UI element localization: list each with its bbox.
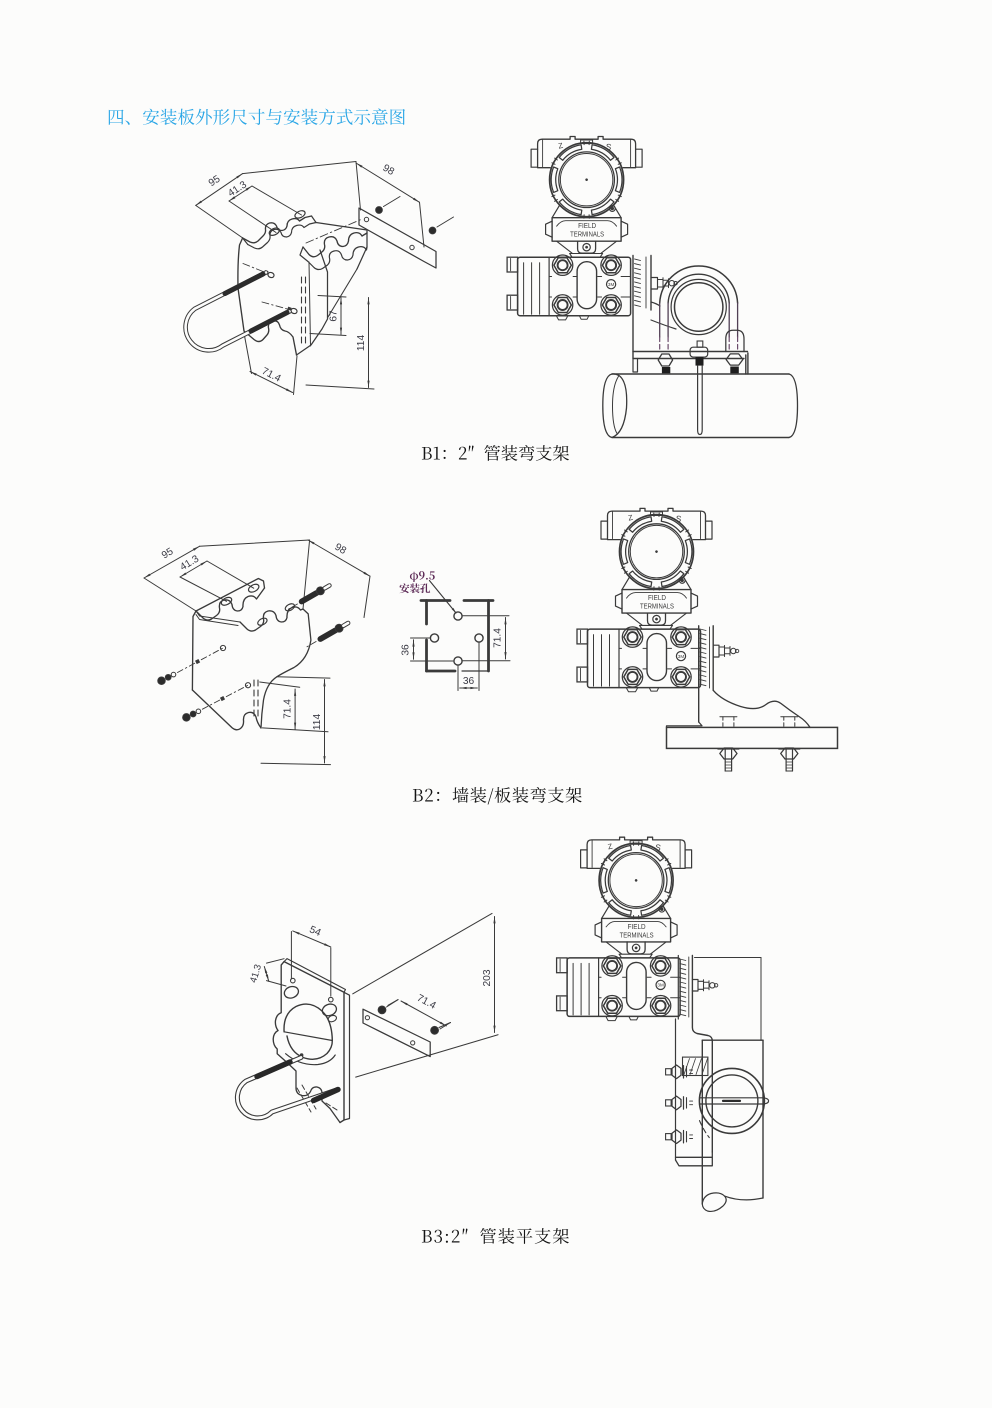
svg-text:114: 114 bbox=[312, 714, 323, 731]
svg-text:36: 36 bbox=[463, 676, 475, 687]
svg-text:98: 98 bbox=[381, 163, 397, 178]
svg-text:98: 98 bbox=[333, 542, 349, 557]
svg-text:71.4: 71.4 bbox=[283, 699, 294, 719]
svg-text:114: 114 bbox=[356, 335, 367, 352]
svg-text:67: 67 bbox=[329, 310, 340, 322]
svg-text:41.3: 41.3 bbox=[248, 963, 264, 984]
svg-text:36: 36 bbox=[401, 644, 412, 656]
svg-text:54: 54 bbox=[308, 924, 323, 939]
svg-text:95: 95 bbox=[160, 546, 176, 561]
svg-text:71.4: 71.4 bbox=[415, 993, 438, 1012]
svg-text:95: 95 bbox=[207, 174, 223, 190]
svg-text:71.4: 71.4 bbox=[493, 628, 504, 648]
svg-text:203: 203 bbox=[482, 969, 493, 986]
